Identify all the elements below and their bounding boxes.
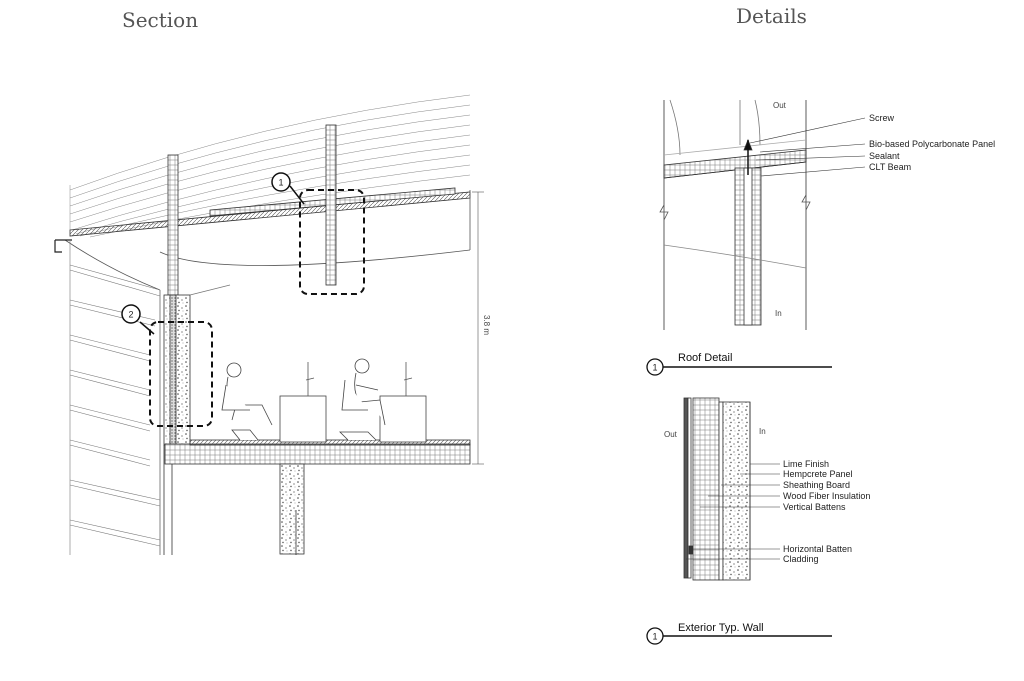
wall-cladding bbox=[683, 397, 689, 579]
floor-slab bbox=[164, 443, 471, 465]
roof-out-label: Out bbox=[773, 101, 787, 110]
person-2 bbox=[339, 358, 386, 441]
floor-column bbox=[279, 463, 305, 555]
column-left bbox=[167, 154, 179, 296]
facade-louvers bbox=[69, 240, 161, 555]
desk-1 bbox=[279, 395, 327, 443]
callout-1-number: 1 bbox=[278, 178, 283, 188]
wall-out-label: Out bbox=[664, 430, 678, 439]
callout-box-1 bbox=[299, 189, 365, 295]
roof-title-text: Roof Detail bbox=[678, 352, 732, 364]
wall-label-vertical-battens: Vertical Battens bbox=[783, 502, 846, 512]
person-1 bbox=[221, 362, 273, 441]
roof-detail-title: 1 Roof Detail bbox=[646, 352, 832, 376]
wall-label-horizontal-batten: Horizontal Batten bbox=[783, 544, 852, 554]
height-dimension-label: 3.8 m bbox=[482, 315, 491, 335]
callout-marker-2: 2 bbox=[121, 304, 141, 324]
roof-detail-drawing bbox=[659, 99, 866, 330]
roof-label-panel: Bio-based Polycarbonate Panel bbox=[869, 139, 995, 149]
wall-in-label: In bbox=[759, 427, 766, 436]
roof-in-label: In bbox=[775, 309, 782, 318]
wall-sheathing bbox=[718, 401, 724, 581]
roof-label-sealant: Sealant bbox=[869, 151, 900, 161]
wall-hempcrete bbox=[722, 401, 751, 581]
wall-title-text: Exterior Typ. Wall bbox=[678, 622, 764, 634]
section-heading: Section bbox=[122, 8, 199, 32]
roof-label-screw: Screw bbox=[869, 113, 895, 123]
wall-label-sheathing: Sheathing Board bbox=[783, 480, 850, 490]
desk-2 bbox=[379, 395, 427, 443]
roof-label-beam: CLT Beam bbox=[869, 162, 911, 172]
details-heading: Details bbox=[736, 4, 807, 28]
section-drawing bbox=[54, 94, 484, 555]
wall-detail-drawing bbox=[683, 397, 780, 581]
roof-slab bbox=[69, 191, 471, 237]
callout-box-2 bbox=[149, 321, 213, 427]
wall-label-hempcrete: Hempcrete Panel bbox=[783, 469, 853, 479]
wall-label-insulation: Wood Fiber Insulation bbox=[783, 491, 870, 501]
callout-2-number: 2 bbox=[128, 310, 133, 320]
wall-insulation bbox=[692, 397, 720, 581]
wall-label-cladding: Cladding bbox=[783, 554, 819, 564]
wall-title-number: 1 bbox=[652, 632, 657, 642]
exterior-wall bbox=[163, 294, 191, 446]
callout-marker-1: 1 bbox=[271, 172, 291, 192]
column-right bbox=[325, 124, 337, 286]
roof-title-number: 1 bbox=[652, 363, 657, 373]
wall-label-lime-finish: Lime Finish bbox=[783, 459, 829, 469]
wall-detail-title: 1 Exterior Typ. Wall bbox=[646, 622, 832, 645]
